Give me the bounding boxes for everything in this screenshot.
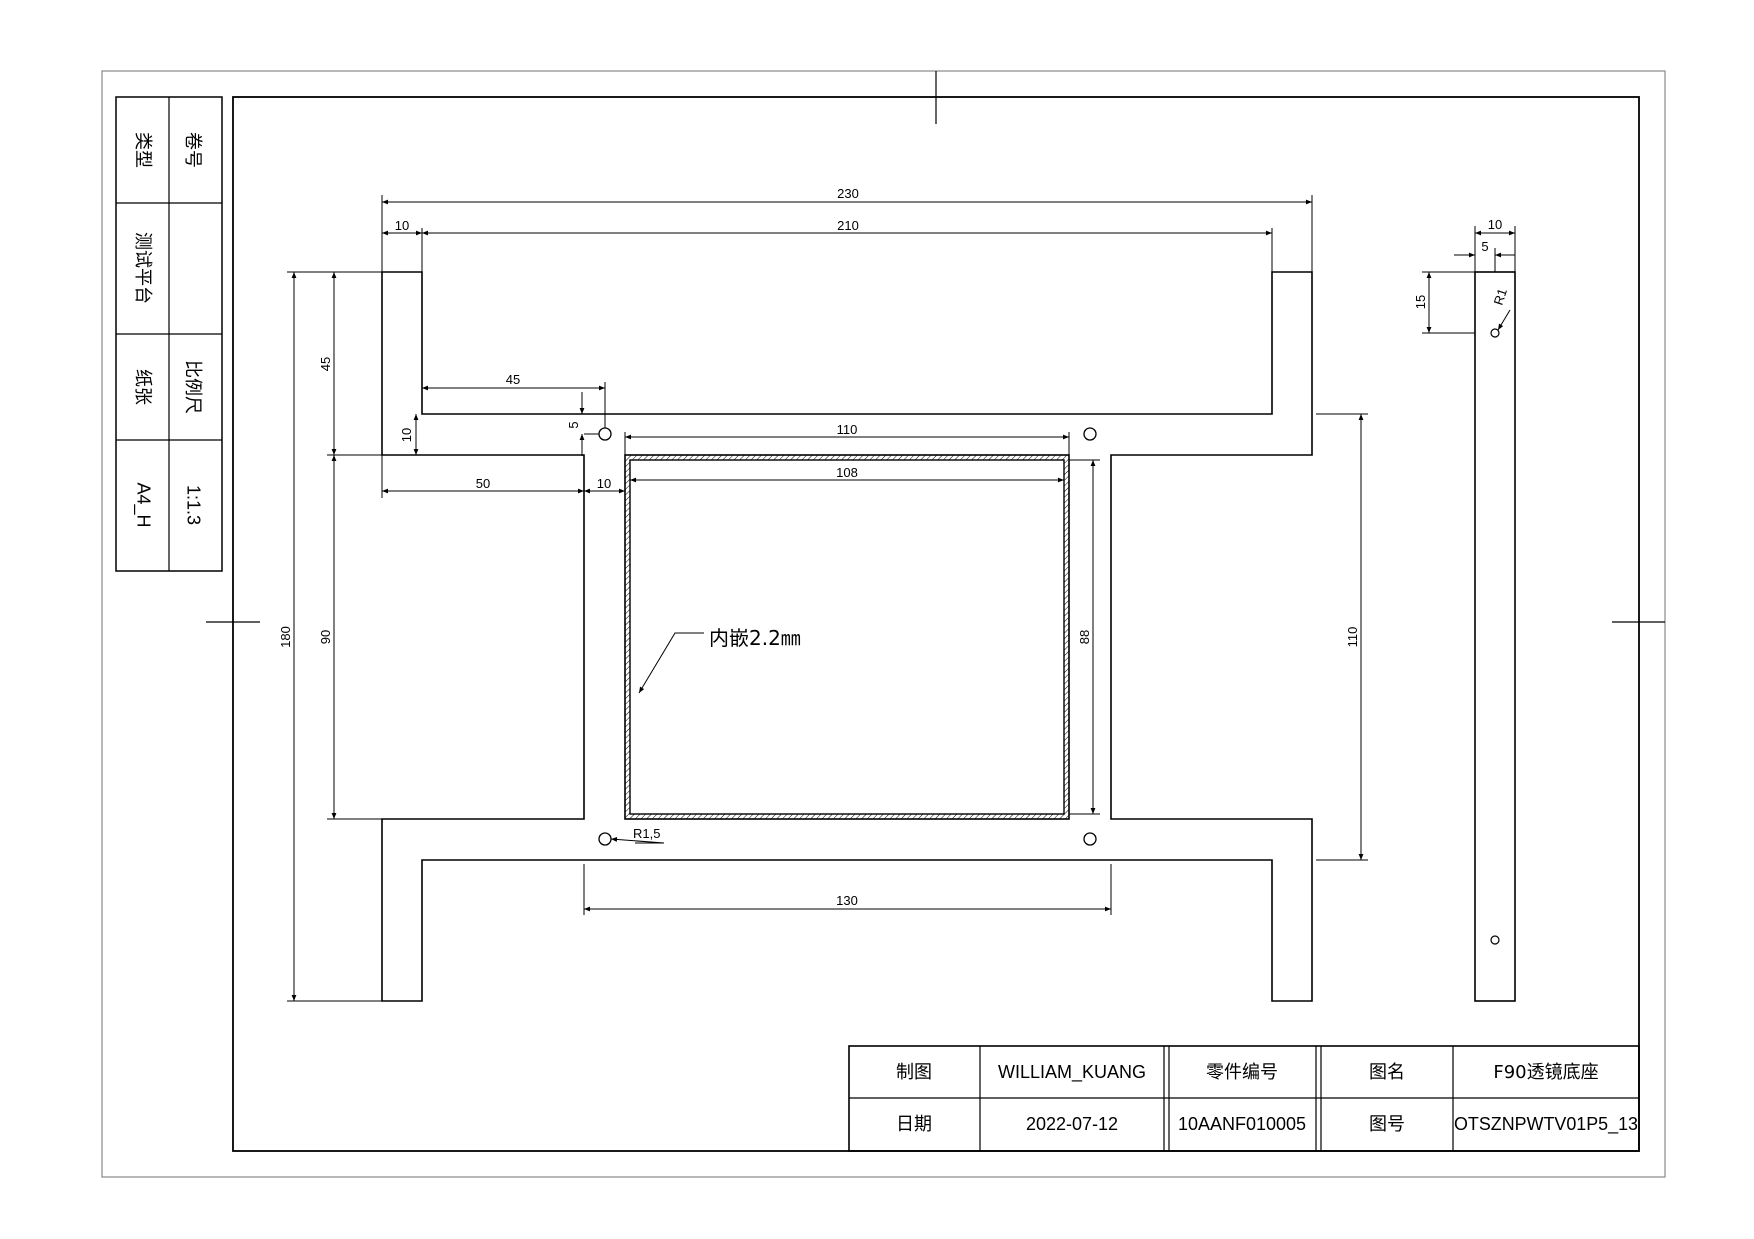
leader-inlay [638,632,704,694]
tb-drawn-by: WILLIAM_KUANG [998,1062,1146,1083]
side-scale: 1:1.3 [183,485,203,525]
dim-text-88: 88 [1077,630,1092,644]
dim-text-10-mid: 10 [597,476,611,491]
tb-date: 2022-07-12 [1026,1114,1118,1134]
tb-drawing-name: F90透镜底座 [1493,1062,1598,1083]
dim-text-45-v: 45 [318,357,333,371]
hole-top-left [598,427,612,441]
tb-drawn-by-label: 制图 [896,1062,932,1083]
dim-text-108: 108 [836,465,858,480]
side-paper-size: A4_H [132,482,153,527]
side-info-block: 卷号 类型 测试平台 纸张 比例尺 A4_H 1:1.3 [115,96,223,572]
dim-text-180: 180 [278,626,293,648]
hole-top-right [1083,427,1097,441]
side-dim-text-r1: R1 [1491,286,1510,306]
tb-date-label: 日期 [896,1114,932,1135]
side-dim-text-10: 10 [1488,217,1502,232]
dim-text-90: 90 [318,630,333,644]
dim-text-10-top: 10 [395,218,409,233]
side-lei-xing: 类型 [132,132,153,168]
hole-bottom-right [1083,832,1097,846]
dim-text-45-h: 45 [506,372,520,387]
dim-text-130: 130 [836,893,858,908]
outer-frame [101,70,1666,1178]
tb-drawing-name-label: 图名 [1369,1062,1405,1083]
side-dim-text-5: 5 [1481,239,1488,254]
tb-drawing-no-label: 图号 [1369,1114,1405,1135]
dim-text-r15: R1,5 [633,826,660,841]
tb-part-no: 10AANF010005 [1178,1114,1306,1134]
inlay-window [629,459,1065,815]
title-block: 制图 WILLIAM_KUANG 零件编号 图名 F90透镜底座 日期 2022… [848,1045,1640,1152]
dim-text-110-top: 110 [837,422,858,437]
side-view-hole-bottom [1490,935,1500,945]
side-view-outline [1474,271,1516,1002]
side-view-hole-top [1490,328,1500,338]
tb-part-no-label: 零件编号 [1206,1062,1278,1083]
dim-text-5: 5 [566,421,581,428]
inlay-note: 内嵌2.2㎜ [709,626,801,650]
leader-r15 [610,837,665,844]
tb-drawing-no: OTSZNPWTV01P5_13 [1454,1114,1638,1135]
side-test-platform: 测试平台 [132,232,153,304]
dim-text-110-right: 110 [1345,627,1360,648]
hole-bottom-left [598,832,612,846]
side-scale-label: 比例尺 [182,360,203,414]
dim-text-230: 230 [837,186,859,201]
side-dim-text-15: 15 [1413,295,1428,309]
side-leader-r1 [1497,309,1511,331]
dim-text-50: 50 [476,476,490,491]
side-paper: 纸张 [132,369,153,405]
side-juan-hao: 卷号 [182,132,203,168]
dim-text-10-v: 10 [399,428,414,442]
dim-text-210: 210 [837,218,859,233]
part-outline [381,271,1313,1002]
